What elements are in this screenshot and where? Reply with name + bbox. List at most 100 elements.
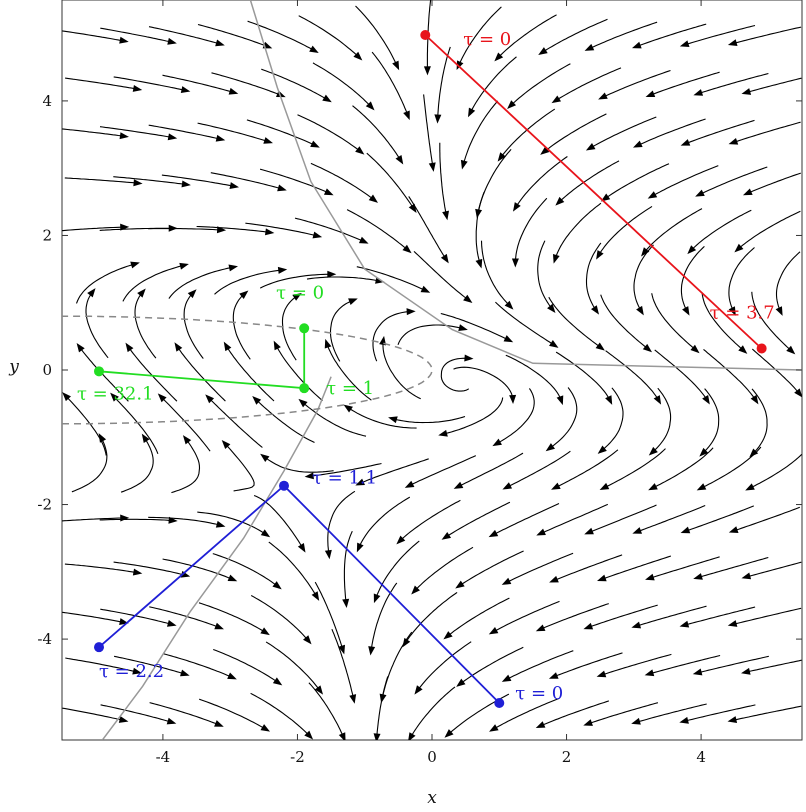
streamline-arrowhead: [133, 179, 143, 187]
streamline: [314, 581, 345, 652]
streamline-arrowhead: [512, 202, 521, 212]
y-tick-label: 4: [42, 92, 52, 110]
streamline: [457, 646, 524, 686]
streamline: [457, 550, 524, 588]
streamline-arrowhead: [119, 36, 129, 44]
streamline: [148, 516, 223, 527]
streamline-arrowhead: [596, 670, 607, 678]
streamline: [599, 387, 624, 453]
streamline-arrowhead: [645, 573, 655, 581]
streamline-arrowhead: [444, 729, 454, 738]
streamline-arrowhead: [596, 574, 607, 582]
streamline: [538, 503, 609, 535]
x-tick-label: 0: [427, 748, 437, 766]
streamline: [585, 604, 658, 629]
streamline-arrowhead: [511, 258, 519, 268]
streamline-arrowhead: [205, 394, 215, 404]
streamline: [651, 293, 698, 352]
streamline: [445, 597, 510, 639]
streamline: [331, 628, 355, 702]
streamline: [556, 160, 620, 205]
streamline-arrowhead: [535, 721, 546, 728]
streamline-arrowhead: [273, 340, 281, 351]
streamline-arrowhead: [322, 94, 332, 103]
streamline-arrowhead: [605, 395, 613, 405]
streamline-arrowhead: [585, 142, 596, 151]
streamline-arrowhead: [727, 716, 738, 724]
streamline-arrowhead: [749, 448, 759, 458]
streamline-arrowhead: [406, 308, 416, 316]
streamline-arrowhead: [548, 672, 559, 679]
streamline-arrowhead: [556, 395, 564, 406]
streamline-arrowhead: [583, 622, 594, 630]
streamline-arrowhead: [181, 180, 191, 188]
streamline-arrowhead: [221, 440, 231, 450]
streamline: [211, 72, 284, 97]
streamline: [268, 541, 319, 599]
streamline: [325, 341, 372, 401]
streamline: [206, 395, 263, 448]
streamline-arrowhead: [368, 194, 379, 203]
streamline-arrowhead: [727, 39, 738, 47]
streamline-arrowhead: [642, 343, 653, 353]
streamline-arrowhead: [475, 208, 483, 219]
streamline: [505, 354, 563, 403]
streamline: [126, 344, 178, 402]
streamline: [224, 343, 275, 402]
streamline-arrowhead: [467, 107, 476, 118]
streamline: [695, 72, 769, 95]
streamline-arrowhead: [584, 527, 594, 535]
streamline: [62, 30, 127, 42]
streamline: [149, 606, 222, 629]
streamline: [476, 148, 512, 216]
streamline: [634, 504, 706, 534]
streamline: [408, 196, 448, 262]
streamline: [743, 77, 802, 94]
streamline-arrowhead: [475, 258, 483, 269]
streamline: [113, 655, 188, 676]
streamline: [585, 702, 659, 726]
streamline-arrowhead: [179, 262, 189, 270]
streamline: [122, 264, 187, 302]
streamline-arrowhead: [174, 342, 183, 352]
streamline-arrowhead: [215, 520, 226, 528]
streamline-arrowhead: [438, 429, 448, 437]
streamline: [412, 546, 474, 593]
streamlines: [62, 0, 802, 740]
streamline: [265, 641, 322, 693]
streamline: [245, 222, 320, 238]
streamline: [196, 225, 272, 234]
streamline: [730, 705, 802, 722]
streamline: [457, 6, 502, 68]
streamline: [551, 652, 623, 679]
streamline: [382, 338, 421, 400]
streamline: [647, 654, 721, 676]
streamline-arrowhead: [110, 392, 119, 402]
streamline: [357, 458, 429, 485]
streamline-arrowhead: [434, 114, 442, 124]
streamline-arrowhead: [636, 305, 644, 316]
streamline-arrowhead: [304, 472, 314, 480]
streamline: [553, 202, 602, 262]
streamline-arrowhead: [214, 622, 224, 630]
streamline-arrowhead: [327, 270, 337, 278]
streamline: [183, 290, 204, 359]
streamline-arrowhead: [460, 159, 468, 170]
streamline: [62, 128, 127, 138]
streamline-arrowhead: [428, 162, 436, 172]
streamline: [537, 700, 610, 728]
streamline: [586, 21, 658, 51]
streamline: [294, 217, 367, 243]
streamline-arrowhead: [324, 549, 332, 560]
streamline: [695, 655, 769, 675]
streamline: [210, 172, 285, 191]
red-time-label: τ = 0: [463, 29, 511, 50]
streamline: [423, 94, 434, 170]
streamline-arrowhead: [298, 398, 308, 408]
streamline-arrowhead: [87, 288, 96, 298]
streamline-arrowhead: [137, 288, 146, 298]
blue-trajectory-point: [94, 642, 104, 653]
streamline: [413, 251, 471, 302]
streamline-arrowhead: [252, 395, 262, 405]
